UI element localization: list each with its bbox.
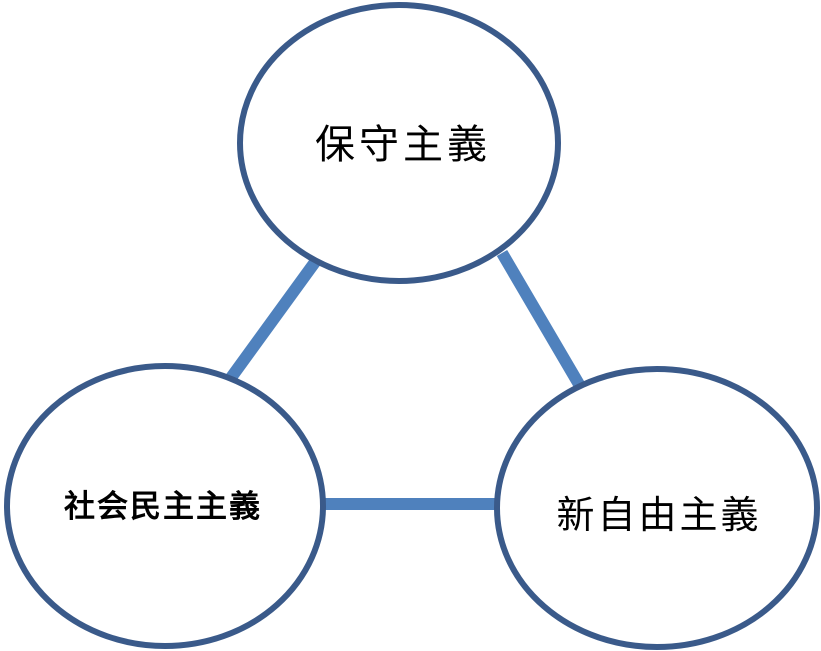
node-label-neoliberalism: 新自由主義 xyxy=(556,493,761,537)
node-ellipse-left xyxy=(4,363,326,649)
node-conservatism: 保守主義 xyxy=(237,2,561,284)
node-label-conservatism: 保守主義 xyxy=(315,122,491,168)
node-social-democracy: 社会民主主義 xyxy=(4,363,326,649)
node-label-social-democracy: 社会民主主義 xyxy=(64,489,262,525)
node-neoliberalism: 新自由主義 xyxy=(494,366,820,650)
connector-top-left xyxy=(220,254,323,390)
node-ellipse-top xyxy=(237,2,561,284)
connector-top-right xyxy=(496,249,586,390)
node-ellipse-right xyxy=(494,366,820,650)
